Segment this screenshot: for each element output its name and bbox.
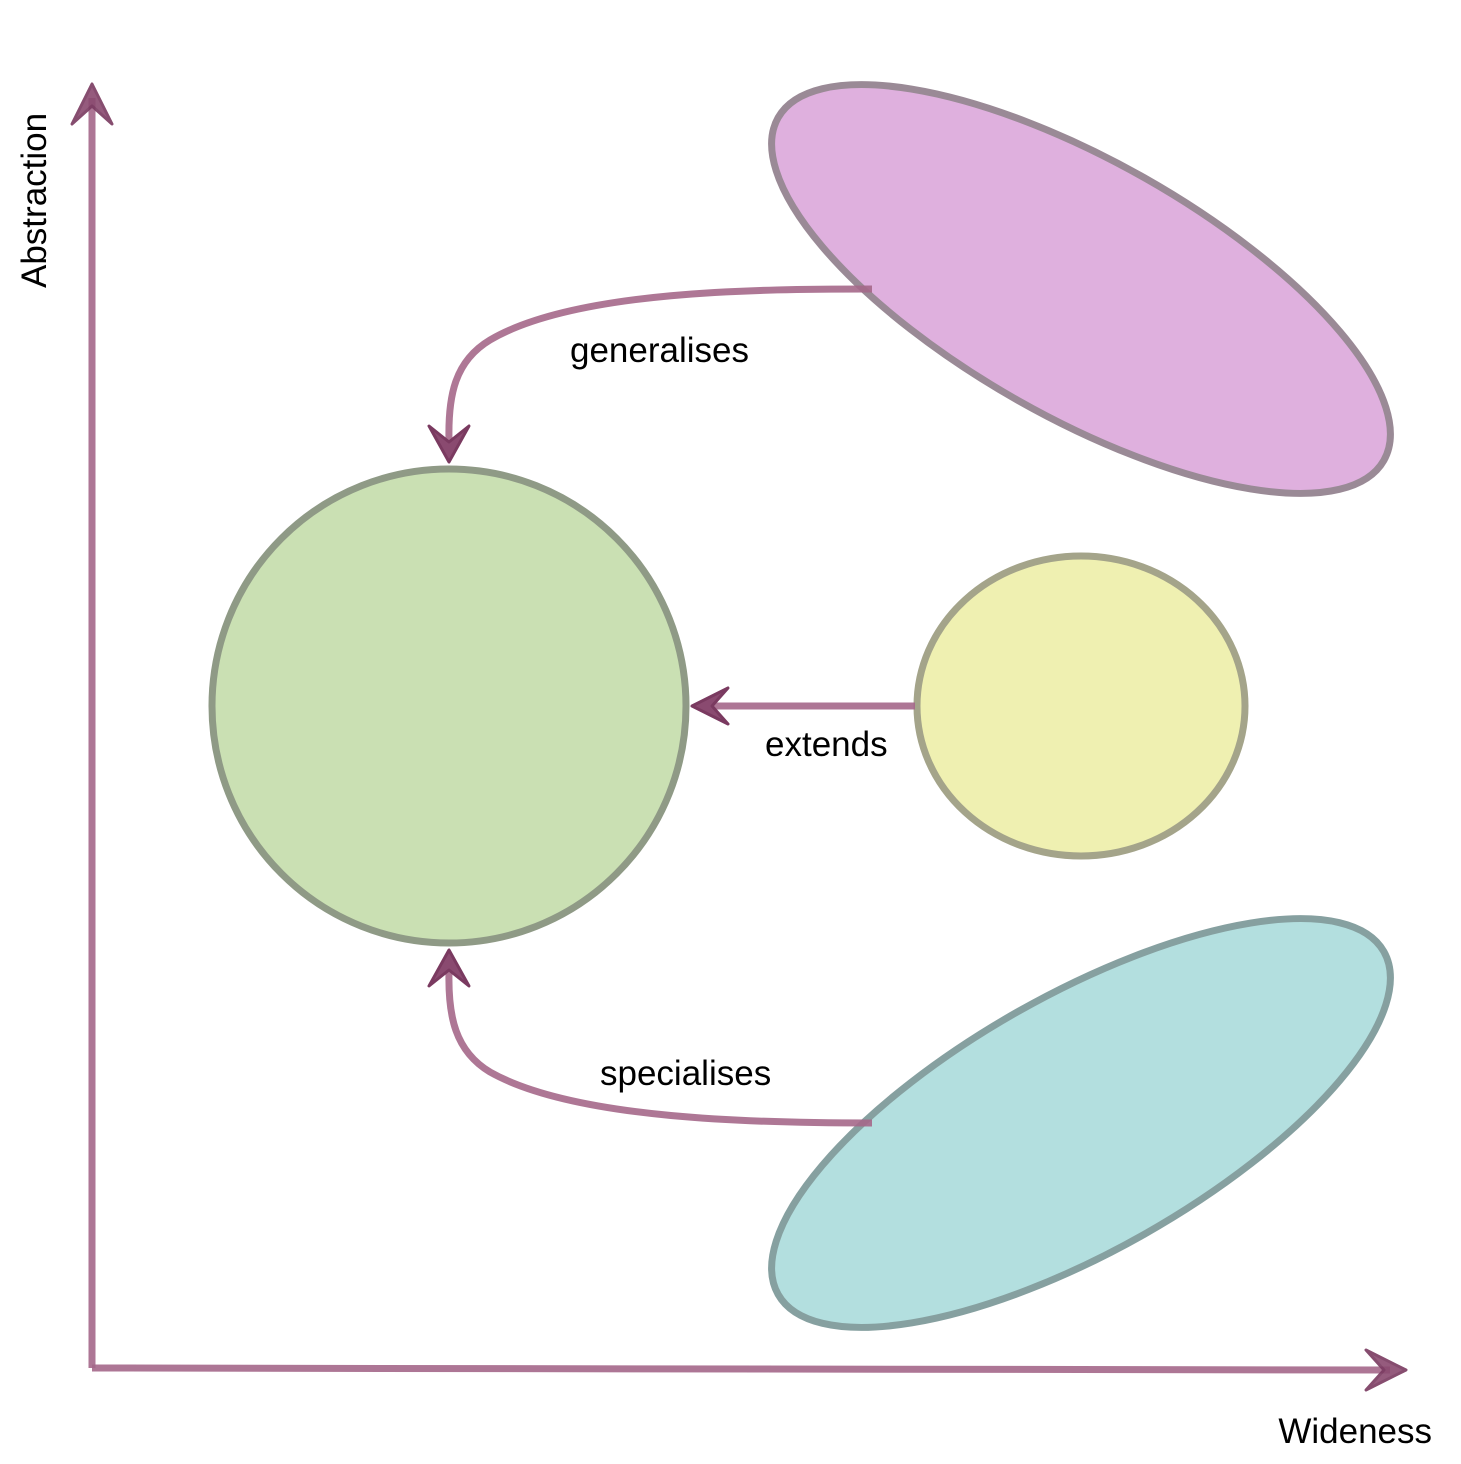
extends-edge	[690, 686, 915, 726]
generalises-edge	[427, 285, 873, 464]
y-axis-label: Abstraction	[15, 113, 54, 288]
y-axis	[70, 82, 114, 1368]
x-axis-label: Wideness	[1278, 1412, 1432, 1451]
generalises-arrowhead	[427, 424, 471, 464]
generalises-label: generalises	[570, 331, 749, 370]
x-axis-arrowhead	[1364, 1348, 1408, 1392]
top-ellipse	[768, 81, 1394, 497]
specialises-arrowhead	[427, 948, 471, 988]
bottom-ellipse	[768, 915, 1394, 1331]
specialises-edge	[427, 948, 873, 1127]
y-axis-arrowhead	[70, 82, 114, 126]
x-axis	[91, 1348, 1408, 1392]
right-ellipse	[913, 552, 1249, 860]
specialises-label: specialises	[600, 1054, 771, 1093]
center-circle	[208, 465, 690, 947]
extends-arrowhead	[690, 686, 730, 726]
extends-label: extends	[765, 725, 888, 764]
